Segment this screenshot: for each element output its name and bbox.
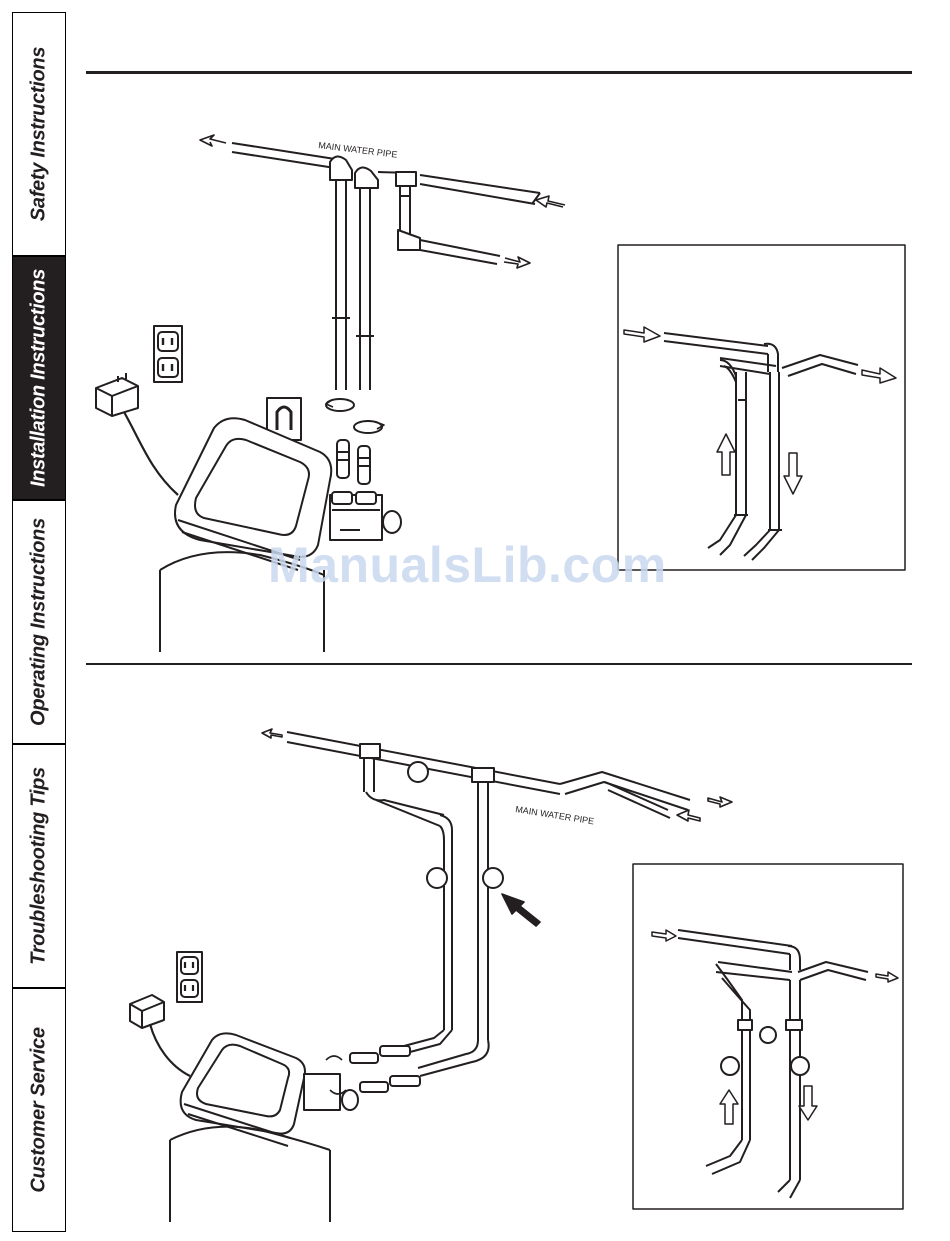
- top-power-adapter-icon: [96, 373, 178, 495]
- bottom-main-pipe: [287, 732, 690, 1092]
- top-inset-frame: [618, 245, 905, 570]
- watermark-text: ManualsLib.com: [268, 536, 667, 594]
- bottom-inset-drawing: [652, 930, 898, 1198]
- bottom-flow-arrows: [262, 729, 732, 926]
- bottom-water-softener: [170, 1033, 358, 1222]
- top-inset-drawing: [624, 327, 896, 560]
- top-main-pipe: [232, 143, 540, 390]
- top-pipe-label: MAIN WATER PIPE: [318, 140, 398, 160]
- bottom-wall-outlet-icon: [177, 952, 202, 1002]
- bottom-pipe-label: MAIN WATER PIPE: [515, 804, 595, 826]
- bottom-figure: MAIN WATER PIPE: [130, 729, 903, 1222]
- bottom-power-adapter-icon: [130, 995, 190, 1076]
- top-wall-outlet-icon: [154, 326, 182, 382]
- top-adapters: [326, 399, 384, 484]
